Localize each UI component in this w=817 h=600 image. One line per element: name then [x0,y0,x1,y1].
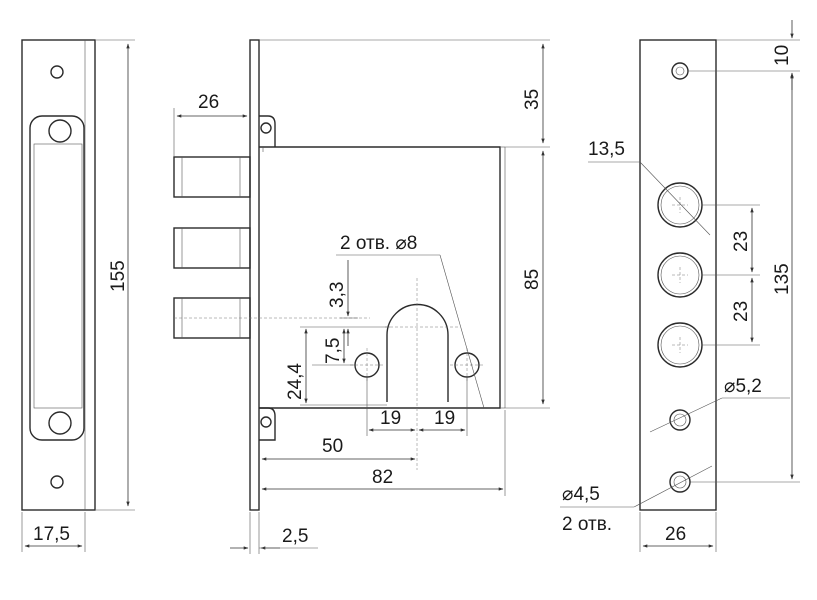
dim-mount-hole-count: 2 отв. [562,514,612,535]
dim-backset: 50 [322,436,343,457]
dim-bolt-projection: 26 [198,92,219,113]
dim-bolt-hole-spacing: 3,3 [327,282,348,308]
dim-strike-width: 17,5 [33,524,70,545]
strike-lower-screw [48,411,72,435]
lock-case [259,146,501,409]
faceplate [249,39,260,511]
strike-top-hole [50,65,64,79]
dim-keyhole-right: 19 [434,408,455,429]
dim-key-offset: 7,5 [323,338,344,364]
front-mount-hole [669,471,691,493]
strike-plate-view: 155 17,5 [21,39,135,552]
keyhole [386,303,449,402]
dim-bolt-spacing-2: 23 [731,301,752,322]
lower-rivet [260,416,272,428]
dim-bolt-spacing-1: 23 [731,231,752,252]
dim-screw-hole: ⌀5,2 [724,376,762,397]
dim-top-offset: 35 [522,89,543,110]
dim-faceplate-height: 135 [772,263,793,295]
dim-mount-hole: ⌀4,5 [562,484,600,505]
lower-tab [259,407,276,441]
dim-faceplate-width: 26 [665,524,686,545]
dim-top-hole: 10 [772,45,793,66]
strike-pocket [29,115,85,441]
faceplate-front-view: 10 13,5 23 23 135 ⌀ [560,20,800,552]
dim-strike-height: 155 [108,260,129,292]
upper-tab [259,115,276,147]
dim-bolt-diameter: 13,5 [588,139,625,160]
dim-keyhole-left: 19 [380,408,401,429]
strike-inner-pocket [33,143,83,409]
bolt-2 [173,227,251,269]
dim-case-width: 82 [372,467,393,488]
front-top-hole [671,62,689,80]
strike-upper-screw [48,119,72,143]
strike-plate-outline [21,39,96,511]
upper-rivet [260,122,272,134]
lock-side-view: 26 35 85 2 отв. ⌀8 3,3 7,5 24,4 19 19 [173,39,550,554]
dim-lower-offset: 24,4 [285,363,306,400]
front-screw-hole [669,409,691,431]
dim-plate-thickness: 2,5 [282,526,308,547]
bolt-1 [173,156,251,198]
note-holes-diameter: 2 отв. ⌀8 [340,233,417,254]
dim-box-height: 85 [522,269,543,290]
strike-bottom-hole [50,475,64,489]
